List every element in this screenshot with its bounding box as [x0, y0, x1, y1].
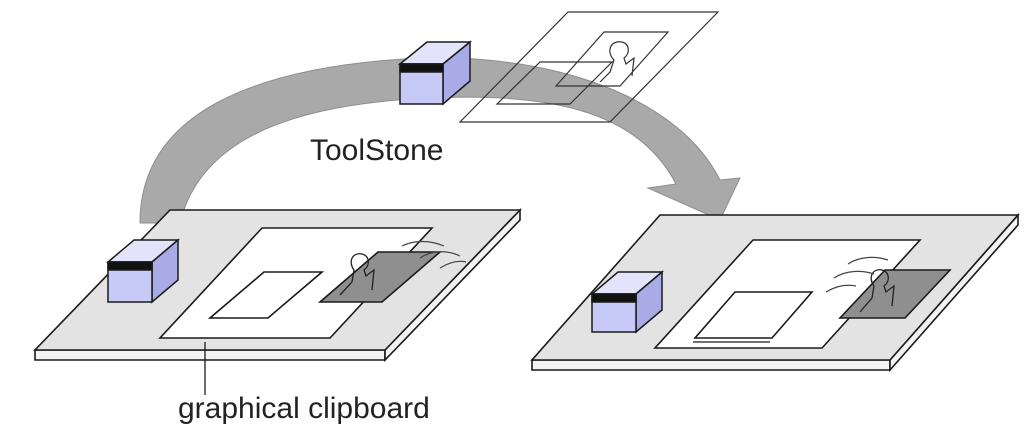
toolstone-floating-cube-icon — [397, 40, 473, 106]
curved-arrow-icon — [139, 57, 741, 224]
clipboard-label: graphical clipboard — [178, 392, 430, 425]
floating-sheet — [458, 11, 720, 123]
toolstone-right-cube-icon — [589, 270, 665, 334]
toolstone-left-cube-icon — [105, 238, 181, 304]
right-tablet — [530, 212, 1020, 373]
toolstone-label: ToolStone — [310, 134, 443, 167]
